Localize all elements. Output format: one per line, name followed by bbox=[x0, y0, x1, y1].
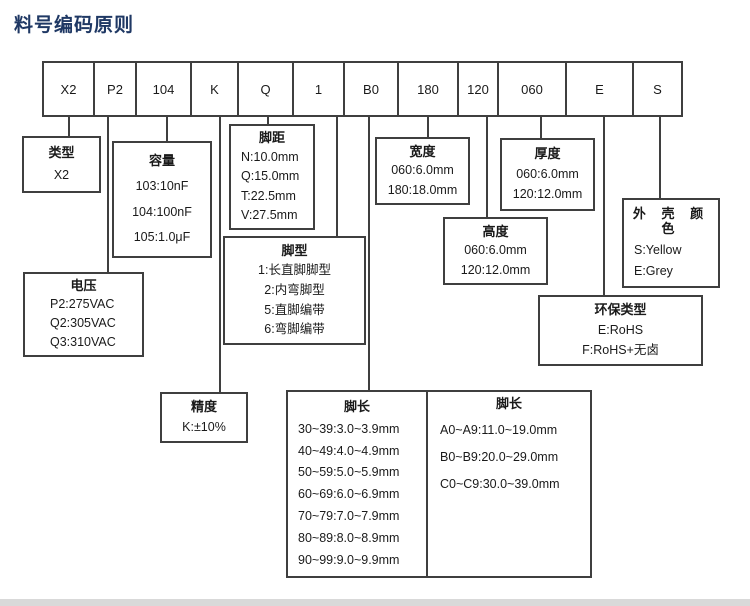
legend-item: 60~69:6.0~6.9mm bbox=[298, 487, 400, 502]
legend-item: P2:275VAC bbox=[50, 297, 115, 312]
connector-tolerance bbox=[219, 117, 221, 392]
legend-title: 容量 bbox=[148, 153, 175, 169]
legend-item: 70~79:7.0~7.9mm bbox=[298, 509, 400, 524]
slide-bottom-edge bbox=[0, 599, 750, 606]
code-segment-width: 180 bbox=[399, 63, 459, 115]
page-title: 料号编码原则 bbox=[14, 15, 135, 36]
connector-voltage bbox=[107, 117, 109, 272]
legend-title: 脚长 bbox=[495, 396, 522, 411]
code-segment-thickness: 060 bbox=[499, 63, 567, 115]
legend-title: 脚距 bbox=[258, 130, 285, 146]
connector-width bbox=[427, 117, 429, 137]
legend-item: 060:6.0mm bbox=[516, 166, 579, 181]
legend-box-lead-length-alpha: 脚长 A0~A9:11.0~19.0mm B0~B9:20.0~29.0mm C… bbox=[426, 390, 592, 578]
legend-item: F:RoHS+无卤 bbox=[582, 342, 659, 357]
code-segment-tolerance: K bbox=[192, 63, 239, 115]
legend-item: C0~C9:30.0~39.0mm bbox=[440, 477, 560, 492]
legend-box-thickness: 厚度 060:6.0mm 120:12.0mm bbox=[500, 138, 595, 211]
legend-item: X2 bbox=[53, 167, 70, 182]
connector-lead-length bbox=[368, 117, 370, 390]
legend-title: 宽度 bbox=[409, 143, 436, 159]
legend-item: 2:内弯脚型 bbox=[264, 282, 325, 297]
legend-box-pitch: 脚距 N:10.0mm Q:15.0mm T:22.5mm V:27.5mm bbox=[229, 124, 315, 230]
legend-item: 120:12.0mm bbox=[460, 262, 531, 277]
legend-box-pin-style: 脚型 1:长直脚脚型 2:内弯脚型 5:直脚编带 6:弯脚编带 bbox=[223, 236, 366, 345]
legend-item: 6:弯脚编带 bbox=[264, 322, 325, 337]
legend-item: T:22.5mm bbox=[241, 188, 296, 203]
connector-height bbox=[486, 117, 488, 217]
legend-item: 105:1.0μF bbox=[133, 229, 191, 244]
legend-item: 90~99:9.0~9.9mm bbox=[298, 553, 400, 568]
legend-item: N:10.0mm bbox=[241, 150, 299, 165]
code-segment-pitch: Q bbox=[239, 63, 294, 115]
legend-item: 80~89:8.0~8.9mm bbox=[298, 531, 400, 546]
legend-title: 外 壳 颜 色 bbox=[632, 206, 710, 236]
legend-title: 类型 bbox=[48, 145, 75, 161]
code-segment-voltage: P2 bbox=[95, 63, 137, 115]
connector-type bbox=[68, 117, 70, 136]
connector-pitch bbox=[267, 117, 269, 124]
legend-item: K:±10% bbox=[182, 419, 226, 434]
legend-title: 脚长 bbox=[343, 399, 370, 415]
legend-item: A0~A9:11.0~19.0mm bbox=[440, 423, 558, 438]
legend-item: E:Grey bbox=[634, 263, 673, 278]
code-segment-height: 120 bbox=[459, 63, 499, 115]
code-segment-capacity: 104 bbox=[137, 63, 192, 115]
code-segment-case-color: S bbox=[653, 81, 662, 97]
legend-box-height: 高度 060:6.0mm 120:12.0mm bbox=[443, 217, 548, 285]
legend-title: 环保类型 bbox=[594, 302, 647, 318]
code-segment-pin-style: 1 bbox=[294, 63, 345, 115]
code-segment-eco: E bbox=[567, 63, 634, 115]
legend-item: 104:100nF bbox=[132, 204, 192, 219]
legend-box-lead-length-numeric: 脚长 30~39:3.0~3.9mm 40~49:4.0~4.9mm 50~59… bbox=[286, 390, 428, 578]
connector-eco bbox=[603, 117, 605, 295]
legend-item: 060:6.0mm bbox=[391, 163, 454, 178]
legend-item: 060:6.0mm bbox=[464, 243, 527, 258]
legend-item: 40~49:4.0~4.9mm bbox=[298, 443, 400, 458]
legend-item: 180:18.0mm bbox=[387, 182, 458, 197]
legend-title: 精度 bbox=[190, 399, 217, 415]
legend-box-type: 类型 X2 bbox=[22, 136, 101, 193]
legend-item: 50~59:5.0~5.9mm bbox=[298, 465, 400, 480]
connector-pin-style bbox=[336, 117, 338, 236]
legend-title: 高度 bbox=[482, 223, 509, 239]
legend-box-case-color: 外 壳 颜 色 S:Yellow E:Grey bbox=[622, 198, 720, 288]
legend-box-eco-type: 环保类型 E:RoHS F:RoHS+无卤 bbox=[538, 295, 703, 366]
legend-item: 103:10nF bbox=[135, 179, 189, 194]
legend-item: 120:12.0mm bbox=[512, 187, 583, 202]
legend-title: 电压 bbox=[70, 278, 97, 294]
legend-item: B0~B9:20.0~29.0mm bbox=[440, 450, 559, 465]
legend-item: 1:长直脚脚型 bbox=[258, 263, 331, 278]
legend-item: Q3:310VAC bbox=[50, 335, 116, 350]
legend-item: 30~39:3.0~3.9mm bbox=[298, 421, 400, 436]
legend-item: 5:直脚编带 bbox=[264, 302, 325, 317]
legend-box-width: 宽度 060:6.0mm 180:18.0mm bbox=[375, 137, 470, 205]
legend-title: 脚型 bbox=[281, 242, 308, 258]
legend-box-tolerance: 精度 K:±10% bbox=[160, 392, 248, 443]
legend-item: E:RoHS bbox=[597, 322, 644, 337]
connector-case-color bbox=[659, 117, 661, 198]
connector-capacity bbox=[166, 117, 168, 141]
legend-item: V:27.5mm bbox=[241, 207, 298, 222]
legend-item: Q:15.0mm bbox=[241, 169, 300, 184]
code-segment-type: X2 bbox=[44, 63, 95, 115]
legend-box-capacity: 容量 103:10nF 104:100nF 105:1.0μF bbox=[112, 141, 212, 258]
code-segment-lead-length: B0 bbox=[345, 63, 399, 115]
connector-thickness bbox=[540, 117, 542, 138]
legend-item: S:Yellow bbox=[634, 242, 682, 257]
legend-item: Q2:305VAC bbox=[50, 316, 116, 331]
part-number-code-row: X2 P2 104 K Q 1 B0 180 120 060 E S bbox=[42, 61, 683, 117]
legend-box-voltage: 电压 P2:275VAC Q2:305VAC Q3:310VAC bbox=[23, 272, 144, 357]
legend-title: 厚度 bbox=[534, 145, 561, 161]
